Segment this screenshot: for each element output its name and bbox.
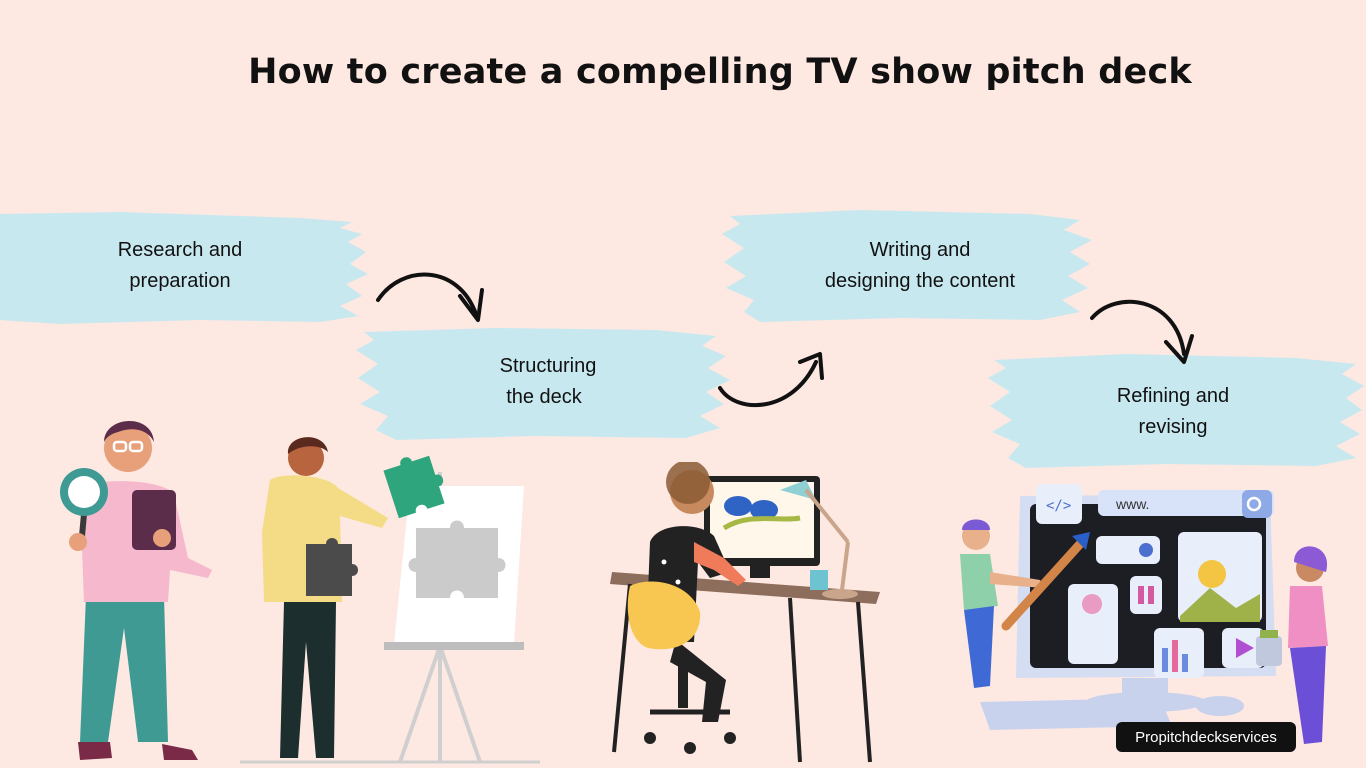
step-4-line-2: revising	[1138, 416, 1208, 438]
step-2-label: Structuring the deck	[428, 351, 668, 413]
researcher-illustration	[60, 420, 212, 760]
step-1-line-2: preparation	[129, 270, 231, 292]
brush-stroke-3	[722, 210, 1092, 322]
curved-arrow-icon	[1090, 299, 1194, 364]
step-2-line-2: the deck	[506, 386, 582, 408]
brush-stroke-1	[0, 212, 368, 324]
page-title: How to create a compelling TV show pitch…	[248, 52, 1192, 92]
step-2-line-1: Structuring	[499, 355, 597, 377]
step-1-line-1: Research and	[117, 239, 243, 261]
step-4-line-1: Refining and	[1116, 385, 1230, 407]
brush-stroke-4	[988, 354, 1364, 468]
url-bar-glyph: www.	[1115, 496, 1149, 512]
web-design-team-illustration: www. </>	[960, 484, 1328, 744]
step-1-label: Research and preparation	[60, 235, 300, 297]
step-4-label: Refining and revising	[1053, 381, 1293, 443]
step-3-label: Writing and designing the content	[770, 235, 1070, 297]
puzzle-planner-illustration	[240, 437, 540, 764]
designer-at-desk-illustration	[610, 462, 880, 763]
curved-arrow-icon	[376, 272, 484, 322]
svg-text:</>: </>	[1046, 498, 1071, 514]
curved-arrow-icon	[718, 352, 824, 408]
brush-stroke-2	[356, 328, 730, 440]
step-3-line-1: Writing and	[869, 239, 971, 261]
step-3-line-2: designing the content	[824, 270, 1016, 292]
brand-badge: Propitchdeckservices	[1116, 722, 1296, 752]
